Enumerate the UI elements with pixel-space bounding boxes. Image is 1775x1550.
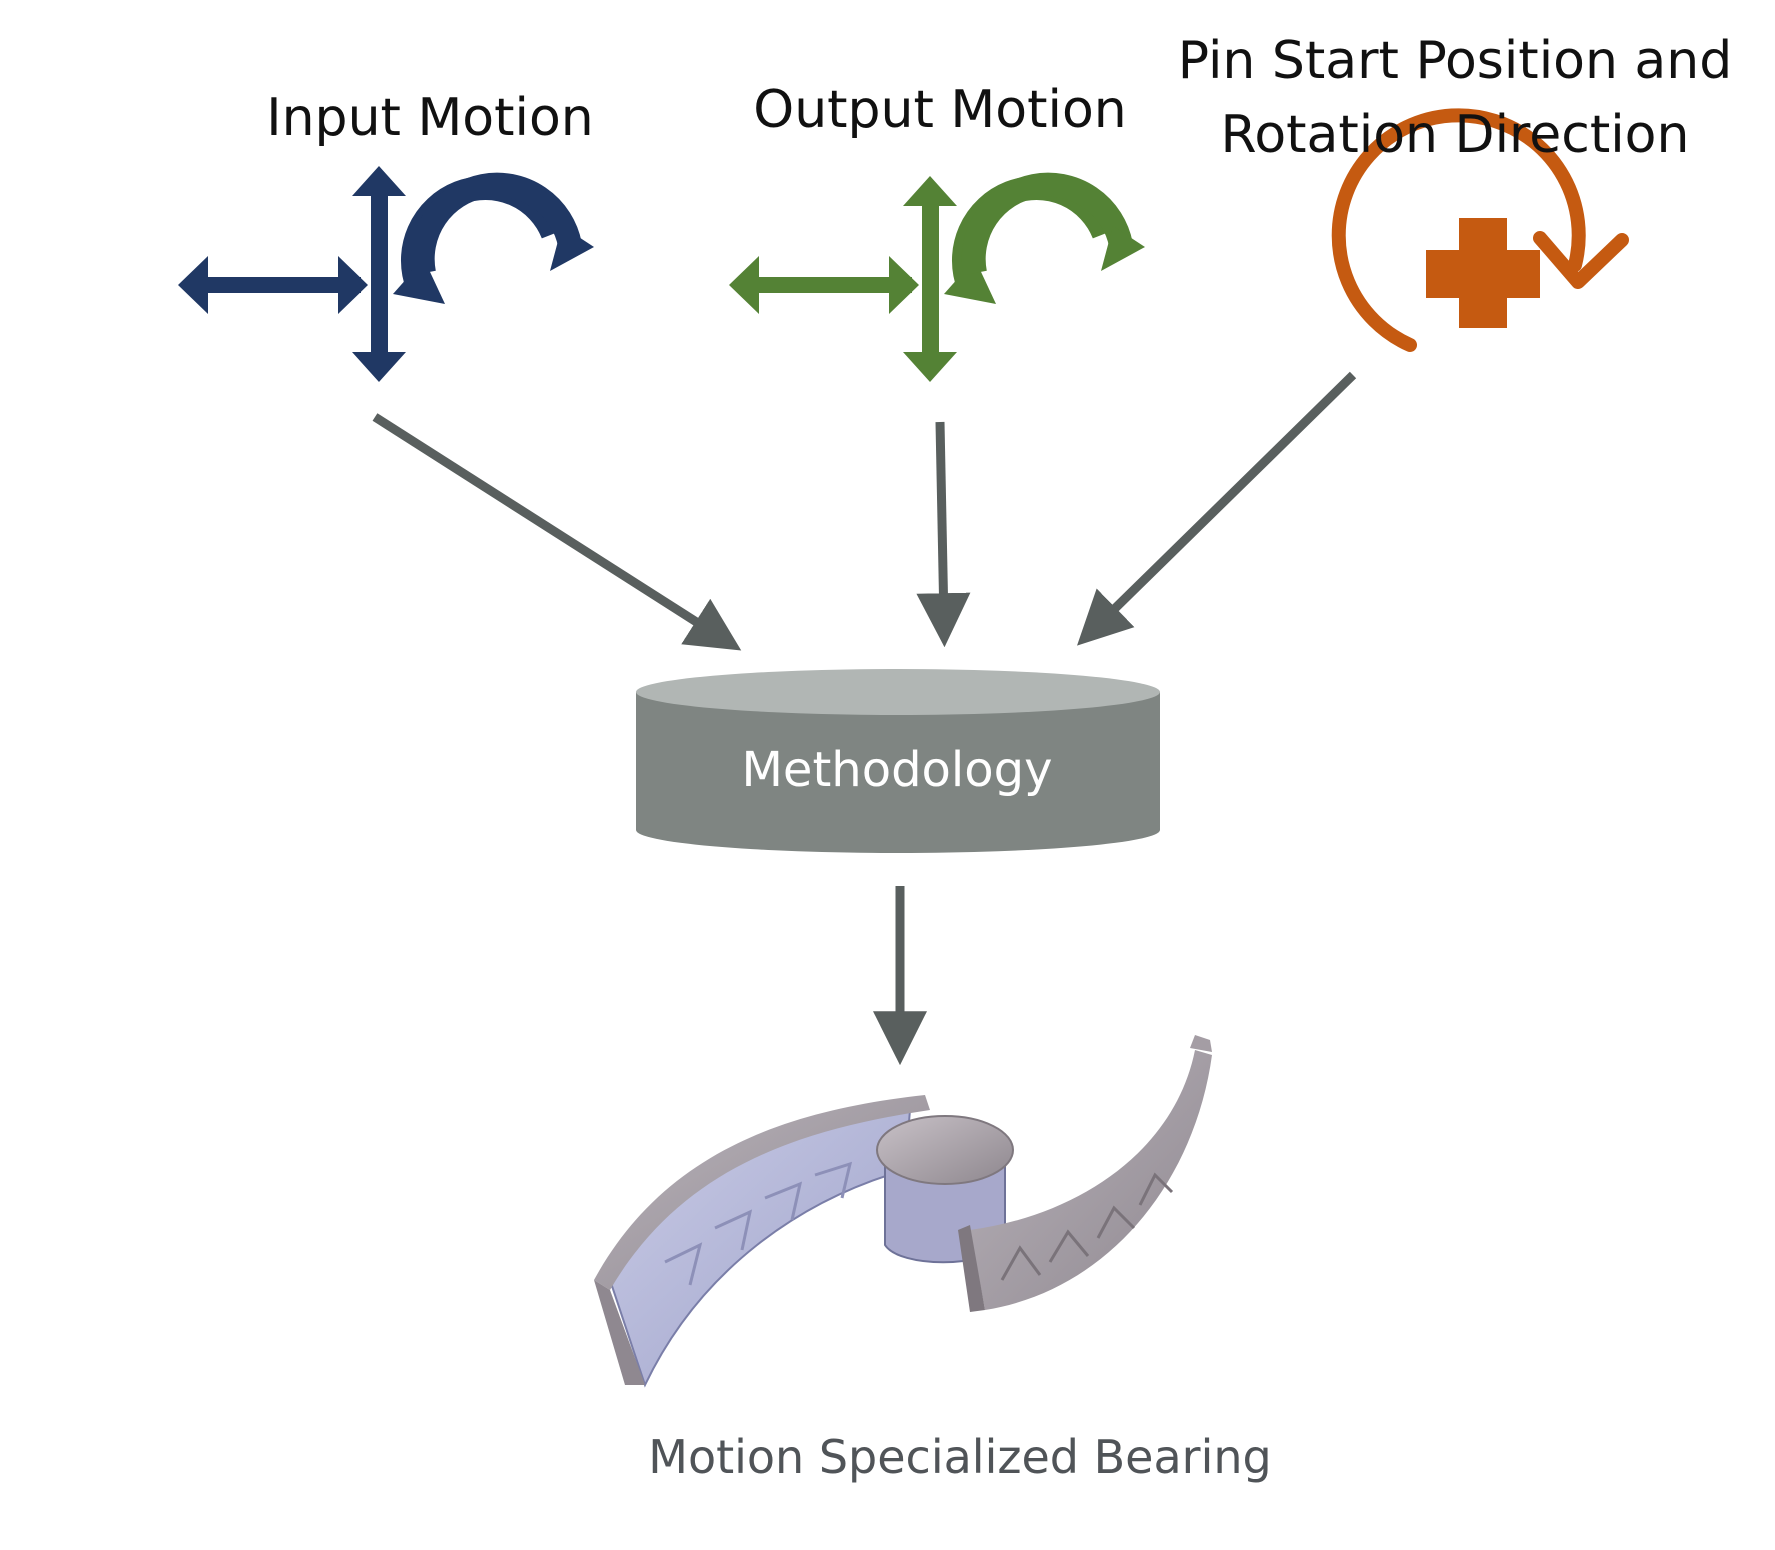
- methodology-cylinder: [636, 669, 1160, 853]
- edge-input-to-methodology: [372, 413, 742, 651]
- pin-start-icon: [1331, 108, 1629, 352]
- pin-start-label-line1: Pin Start Position and: [1177, 31, 1733, 91]
- edge-pin-to-methodology: [1077, 371, 1357, 646]
- pin-start-label-line2: Rotation Direction: [1220, 105, 1690, 165]
- bearing-illustration: [594, 1035, 1212, 1388]
- pin-start-label: Pin Start Position and Rotation Directio…: [1175, 24, 1735, 172]
- input-motion-label: Input Motion: [266, 88, 594, 148]
- bearing-label: Motion Specialized Bearing: [648, 1430, 1272, 1484]
- methodology-label: Methodology: [741, 742, 1053, 798]
- edge-output-to-methodology: [916, 421, 971, 648]
- input-motion-icon: [178, 166, 594, 382]
- output-motion-icon: [729, 172, 1145, 382]
- output-motion-label: Output Motion: [753, 80, 1127, 140]
